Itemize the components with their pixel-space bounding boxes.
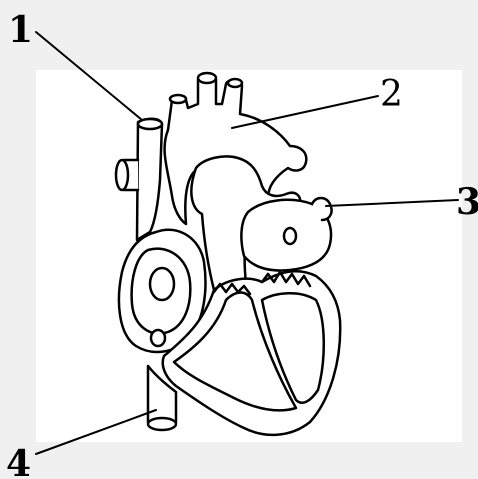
label-2: 2: [380, 74, 403, 115]
label-3: 3: [456, 181, 478, 223]
inferior-vena-cava-opening: [148, 418, 176, 430]
left-atrium-opening: [284, 228, 296, 244]
aorta-branch-1-opening: [170, 95, 186, 103]
vena-cava-branch-opening: [116, 160, 128, 190]
right-atrium-opening: [150, 268, 174, 300]
label-1: 1: [8, 9, 33, 51]
label-4: 4: [6, 443, 31, 479]
aorta-branch-2-opening: [198, 73, 216, 83]
coronary-sinus-opening: [151, 330, 165, 346]
aorta-branch-3-opening: [228, 79, 242, 87]
